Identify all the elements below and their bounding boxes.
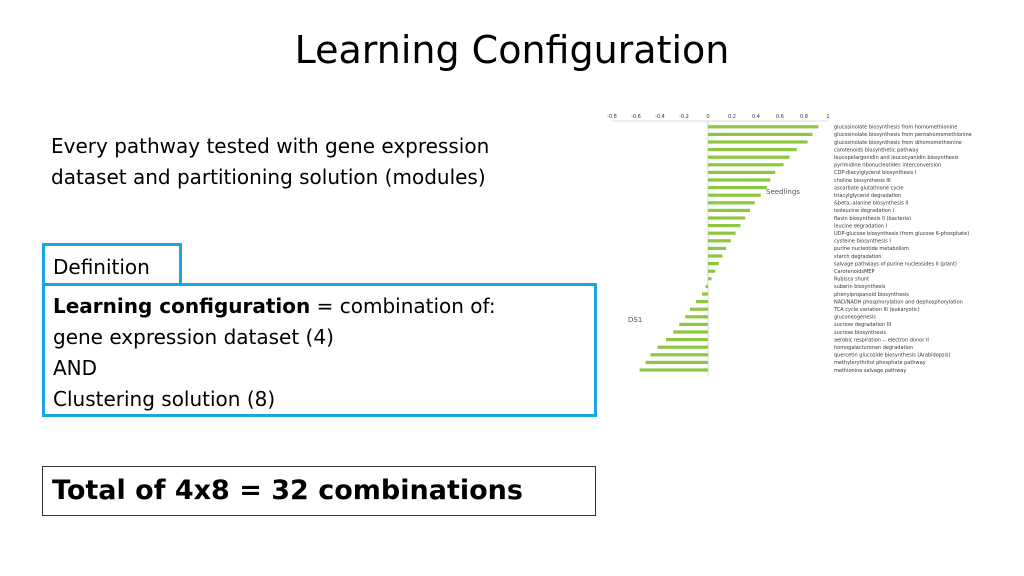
bar xyxy=(705,284,708,288)
x-tick-label: -0.6 xyxy=(631,114,641,120)
category-label: suberin biosynthesis xyxy=(834,284,886,290)
x-tick-label: 0.2 xyxy=(728,114,736,120)
category-label: glucosinolate biosynthesis from homometh… xyxy=(834,125,957,131)
definition-line-1: Learning configuration = combination of: xyxy=(53,291,496,322)
bar xyxy=(708,277,712,281)
category-label: homogalacturonan degradation xyxy=(834,345,913,351)
category-label: ascorbate glutathione cycle xyxy=(834,185,904,191)
total-box: Total of 4x8 = 32 combinations xyxy=(42,466,596,516)
category-label: Rubisco shunt xyxy=(834,277,869,283)
bar xyxy=(708,239,731,243)
bar xyxy=(708,216,746,220)
x-tick-label: 0.6 xyxy=(776,114,784,120)
bar xyxy=(708,132,813,136)
definition-box: Learning configuration = combination of:… xyxy=(42,283,597,417)
bar xyxy=(708,155,790,159)
bar xyxy=(708,224,741,228)
bar xyxy=(657,345,708,349)
intro-text: Every pathway tested with gene expressio… xyxy=(51,131,591,193)
category-label: quercetin glucoside biosynthesis (Arabid… xyxy=(834,353,950,359)
x-tick-label: -0.2 xyxy=(679,114,689,120)
bar xyxy=(685,315,708,319)
bar xyxy=(708,231,736,235)
bar xyxy=(639,368,708,372)
definition-line-2: gene expression dataset (4) xyxy=(53,325,334,349)
annotation-seedlings: Seedlings xyxy=(766,188,800,196)
definition-line-1-rest: = combination of: xyxy=(310,294,496,318)
bar xyxy=(708,178,771,182)
bar xyxy=(708,186,767,190)
bar xyxy=(708,254,723,258)
chart-svg: -0.8 -0.6 -0.4 -0.2 0 0.2 0.4 0.6 0.8 1 glucosinol… xyxy=(607,114,972,376)
definition-text: Learning configuration = combination of:… xyxy=(53,291,496,415)
x-tick-label: 0.8 xyxy=(800,114,808,120)
category-label: &beta;-alanine biosynthesis II xyxy=(834,201,908,207)
bar xyxy=(708,140,808,144)
category-label: phenylpropanoid biosynthesis xyxy=(834,292,909,298)
bar xyxy=(708,269,716,273)
bar xyxy=(645,360,708,364)
category-label: methylerythritol phosphate pathway xyxy=(834,360,926,366)
intro-line-1: Every pathway tested with gene expressio… xyxy=(51,134,490,158)
bar xyxy=(679,322,708,326)
x-tick-label: 1 xyxy=(826,114,829,120)
category-label: sucrose degradation III xyxy=(834,322,891,328)
category-label: gluconeogenesis xyxy=(834,315,876,321)
x-tick-label: -0.8 xyxy=(607,114,617,120)
bar xyxy=(708,163,784,167)
category-label: sucrose biosynthesis xyxy=(834,330,886,336)
category-label: leucine degradation I xyxy=(834,223,887,229)
x-tick-label: 0 xyxy=(706,114,709,120)
category-label: CarotenoidsMEP xyxy=(834,269,874,275)
category-label: TCA cycle variation III (eukaryotic) xyxy=(833,307,920,313)
category-label: carotenoids biosynthetic pathway xyxy=(834,147,919,153)
category-label: glucosinolate biosynthesis from pentahom… xyxy=(834,132,972,138)
category-label: choline biosynthesis III xyxy=(834,178,891,184)
category-label: cysteine biosynthesis I xyxy=(834,239,891,245)
bar xyxy=(708,125,819,129)
bar xyxy=(708,201,755,205)
category-label: glucosinolate biosynthesis from dihomome… xyxy=(834,140,962,146)
definition-line-4: Clustering solution (8) xyxy=(53,387,276,411)
bar xyxy=(708,193,761,197)
intro-line-2: dataset and partitioning solution (modul… xyxy=(51,165,486,189)
bar xyxy=(708,246,726,250)
category-label: triacylglycerol degradation xyxy=(834,193,901,199)
bar xyxy=(708,148,797,152)
category-label: leucopelargonidin and leucocyanidin bios… xyxy=(834,155,959,161)
x-tick-label: 0.4 xyxy=(752,114,760,120)
category-label: isoleucine degradation I xyxy=(834,208,894,214)
bar xyxy=(696,300,708,304)
bar xyxy=(702,292,708,296)
category-label: NAD/NADH phosphorylation and dephosphory… xyxy=(834,299,963,305)
total-text: Total of 4x8 = 32 combinations xyxy=(52,475,523,506)
bar xyxy=(708,262,719,266)
category-label: starch degradation xyxy=(834,254,881,260)
definition-line-3: AND xyxy=(53,356,98,380)
definition-tab-label: Definition xyxy=(53,255,150,279)
category-label: methionine salvage pathway xyxy=(834,368,906,374)
slide-title: Learning Configuration xyxy=(294,28,730,72)
x-tick-label: -0.4 xyxy=(655,114,665,120)
bar xyxy=(690,307,708,311)
category-label: CDP-diacylglycerol biosynthesis I xyxy=(834,170,916,176)
category-label: purine nucleotide metabolism xyxy=(834,246,909,252)
bar xyxy=(708,208,750,212)
bar xyxy=(673,330,708,334)
definition-tab: Definition xyxy=(42,243,182,283)
category-label: pyrimidine ribonucleotides interconversi… xyxy=(834,163,941,169)
category-label: flavin biosynthesis II (bacteria) xyxy=(834,216,911,222)
bar xyxy=(650,353,708,357)
bar xyxy=(708,170,776,174)
category-label: salvage pathways of purine nucleosides I… xyxy=(834,261,957,267)
category-label: UDP-glucose biosynthesis (from glucose 6… xyxy=(834,231,969,237)
definition-term: Learning configuration xyxy=(53,294,311,318)
pathway-bar-chart: -0.8 -0.6 -0.4 -0.2 0 0.2 0.4 0.6 0.8 1 glucosinol… xyxy=(600,108,1020,384)
bar xyxy=(666,338,708,342)
category-label: aerobic respiration -- electron donor II xyxy=(834,337,929,343)
annotation-ds1: DS1 xyxy=(628,316,642,324)
